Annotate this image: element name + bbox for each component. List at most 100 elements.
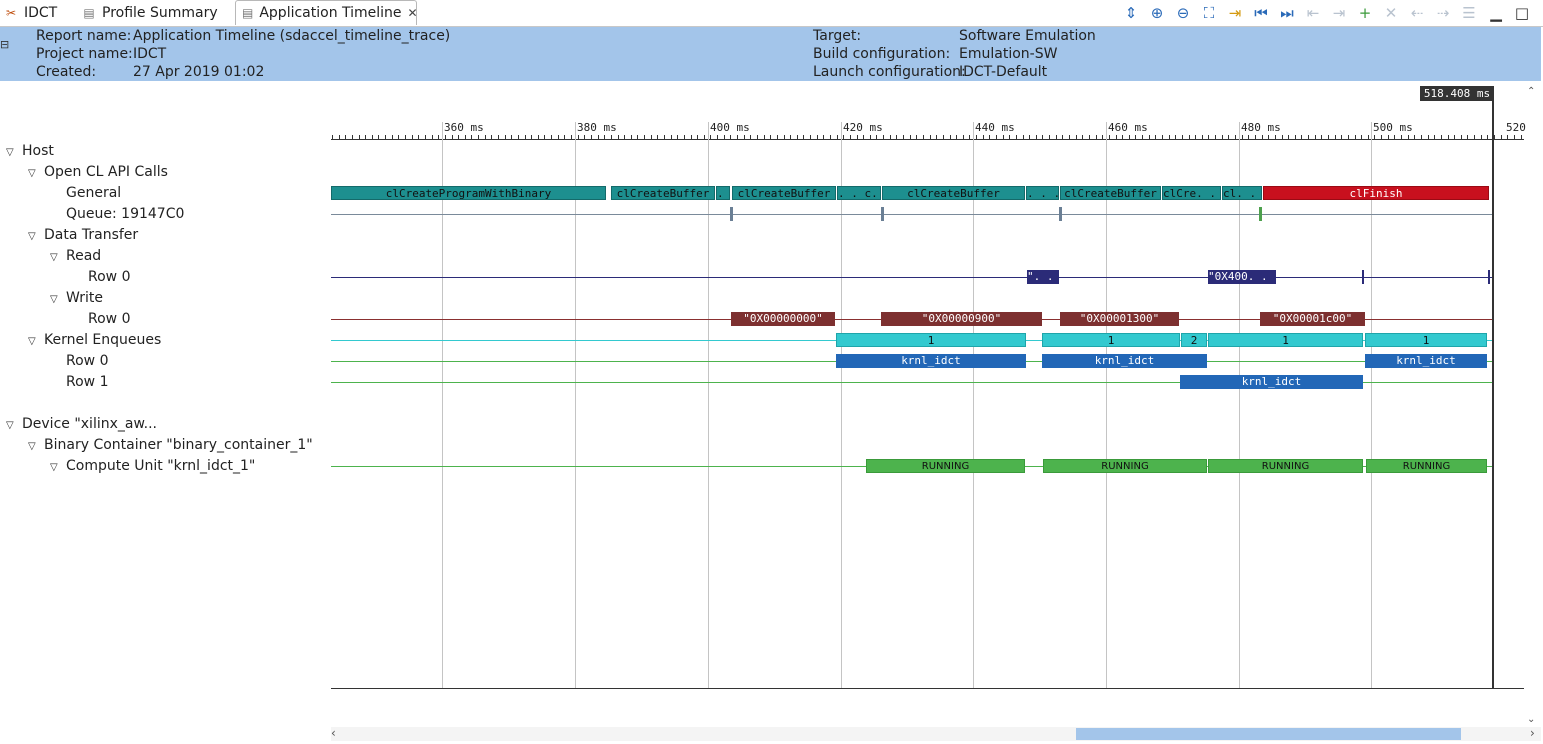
close-tab-icon[interactable]: ✕ [407, 6, 418, 20]
tab-application-timeline[interactable]: ▤ Application Timeline ✕ [235, 0, 418, 25]
kernel-bar[interactable]: krnl_idct [1365, 354, 1487, 368]
collapse-header-icon[interactable]: ⊟ [0, 38, 10, 51]
write-transfer-bar[interactable]: "0X00000900" [881, 312, 1042, 326]
tree-read[interactable]: ▽Read [50, 247, 101, 267]
minimize-icon[interactable]: ▁ [1490, 4, 1502, 22]
report-name-value: Application Timeline (sdaccel_timeline_t… [133, 28, 451, 44]
tree-opencl-api-calls[interactable]: ▽Open CL API Calls [28, 163, 168, 183]
enqueue-bar[interactable]: 1 [836, 333, 1026, 347]
enqueue-bar[interactable]: 1 [1365, 333, 1487, 347]
marker-right-icon[interactable]: ⇢ [1436, 4, 1450, 22]
running-bar[interactable]: RUNNING [866, 459, 1025, 473]
write-transfer-bar[interactable]: "0X00001c00" [1260, 312, 1365, 326]
write-transfer-bar[interactable]: "0X00000000" [731, 312, 835, 326]
read-marker[interactable] [1488, 270, 1490, 284]
tree-host[interactable]: ▽Host [6, 142, 54, 162]
scroll-down-icon[interactable]: ⌄ [1527, 714, 1536, 725]
expand-icon[interactable]: ▽ [6, 147, 14, 158]
tree-ke-row1[interactable]: Row 1 [66, 374, 109, 390]
api-call-bar-clfinish[interactable]: clFinish [1263, 186, 1489, 200]
tree-binary-container[interactable]: ▽Binary Container "binary_container_1" [28, 436, 313, 456]
ruler-tick [863, 135, 864, 140]
jump-end-icon[interactable]: ⏭ [1280, 4, 1294, 22]
sort-icon[interactable]: ⇕ [1124, 4, 1138, 22]
time-cursor-line[interactable] [1492, 100, 1494, 689]
ruler-tick [345, 135, 346, 140]
timeline-bottom-line [331, 688, 1524, 689]
next-marker-icon[interactable]: ⇥ [1332, 4, 1346, 22]
queue-marker[interactable] [1259, 207, 1262, 221]
enqueue-bar[interactable]: 1 [1042, 333, 1180, 347]
tree-write[interactable]: ▽Write [50, 289, 103, 309]
expand-icon[interactable]: ▽ [28, 168, 36, 179]
prev-marker-icon[interactable]: ⇤ [1306, 4, 1320, 22]
tree-kernel-enqueues[interactable]: ▽Kernel Enqueues [28, 331, 161, 351]
running-bar[interactable]: RUNNING [1043, 459, 1207, 473]
queue-marker[interactable] [1059, 207, 1062, 221]
remove-marker-icon[interactable]: ✕ [1384, 4, 1398, 22]
expand-icon[interactable]: ▽ [28, 336, 36, 347]
ruler-tick [810, 135, 811, 140]
ke-row1-track [331, 382, 1493, 383]
api-call-bar[interactable]: clCreateProgramWithBinary [331, 186, 606, 200]
tree-queue[interactable]: Queue: 19147C0 [66, 206, 185, 222]
read-transfer-bar[interactable]: "0X400. . . [1208, 270, 1276, 284]
api-call-bar[interactable]: clCreateBuffer [882, 186, 1025, 200]
tab-profile-summary[interactable]: ▤ Profile Summary [82, 0, 232, 25]
read-marker[interactable] [1362, 270, 1364, 284]
horizontal-scrollbar[interactable]: ‹ › [331, 726, 1541, 741]
api-call-bar[interactable]: . . . [716, 186, 730, 200]
api-call-bar[interactable]: clCreateBuffer [611, 186, 715, 200]
api-call-bar[interactable]: cl. . . [1222, 186, 1262, 200]
jump-start-icon[interactable]: ⏮ [1254, 4, 1268, 22]
tab-idct[interactable]: ✂ IDCT [4, 0, 74, 25]
tree-compute-unit[interactable]: ▽Compute Unit "krnl_idct_1" [50, 457, 255, 477]
scroll-right-icon[interactable]: › [1530, 726, 1535, 740]
running-bar[interactable]: RUNNING [1208, 459, 1363, 473]
marker-list-icon[interactable]: ☰ [1462, 4, 1476, 22]
kernel-bar[interactable]: krnl_idct [836, 354, 1026, 368]
goto-icon[interactable]: ⇥ [1228, 4, 1242, 22]
zoom-in-icon[interactable]: ⊕ [1150, 4, 1164, 22]
expand-icon[interactable]: ▽ [28, 231, 36, 242]
add-marker-icon[interactable]: + [1358, 4, 1372, 22]
tree-general[interactable]: General [66, 185, 122, 201]
write-transfer-bar[interactable]: "0X00001300" [1060, 312, 1179, 326]
enqueue-bar[interactable]: 2 [1181, 333, 1207, 347]
scroll-up-icon[interactable]: ⌃ [1527, 86, 1536, 97]
expand-icon[interactable]: ▽ [6, 420, 14, 431]
zoom-fit-icon[interactable]: ⛶ [1203, 4, 1215, 22]
scroll-left-icon[interactable]: ‹ [331, 726, 336, 740]
enqueue-bar[interactable]: 1 [1208, 333, 1363, 347]
queue-marker[interactable] [881, 207, 884, 221]
ruler-tick [538, 135, 539, 140]
ruler-tick [724, 135, 725, 140]
api-call-bar[interactable]: clCreateBuffer [732, 186, 836, 200]
ruler-tick [598, 135, 599, 140]
expand-icon[interactable]: ▽ [50, 252, 58, 263]
api-call-bar[interactable]: clCre. . . [1162, 186, 1221, 200]
tree-data-transfer[interactable]: ▽Data Transfer [28, 226, 138, 246]
tree-read-row0[interactable]: Row 0 [88, 269, 131, 285]
api-call-bar[interactable]: . . c. . . [837, 186, 881, 200]
maximize-icon[interactable]: □ [1514, 4, 1530, 22]
running-bar[interactable]: RUNNING [1366, 459, 1487, 473]
kernel-bar[interactable]: krnl_idct [1042, 354, 1207, 368]
queue-marker[interactable] [730, 207, 733, 221]
scrollbar-thumb[interactable] [1076, 728, 1461, 740]
api-call-bar[interactable]: . . . [1026, 186, 1059, 200]
read-transfer-bar[interactable]: ". . . [1027, 270, 1059, 284]
tree-write-row0[interactable]: Row 0 [88, 311, 131, 327]
marker-left-icon[interactable]: ⇠ [1410, 4, 1424, 22]
expand-icon[interactable]: ▽ [28, 441, 36, 452]
tree-device[interactable]: ▽Device "xilinx_aw... [6, 415, 157, 435]
expand-icon[interactable]: ▽ [50, 462, 58, 473]
vertical-scrollbar[interactable]: ⌃ ⌄ [1526, 86, 1540, 728]
expand-icon[interactable]: ▽ [50, 294, 58, 305]
ruler-tick [730, 135, 731, 140]
tree-ke-row0[interactable]: Row 0 [66, 353, 109, 369]
kernel-bar[interactable]: krnl_idct [1180, 375, 1363, 389]
api-call-bar[interactable]: clCreateBuffer [1060, 186, 1161, 200]
zoom-out-icon[interactable]: ⊖ [1176, 4, 1190, 22]
